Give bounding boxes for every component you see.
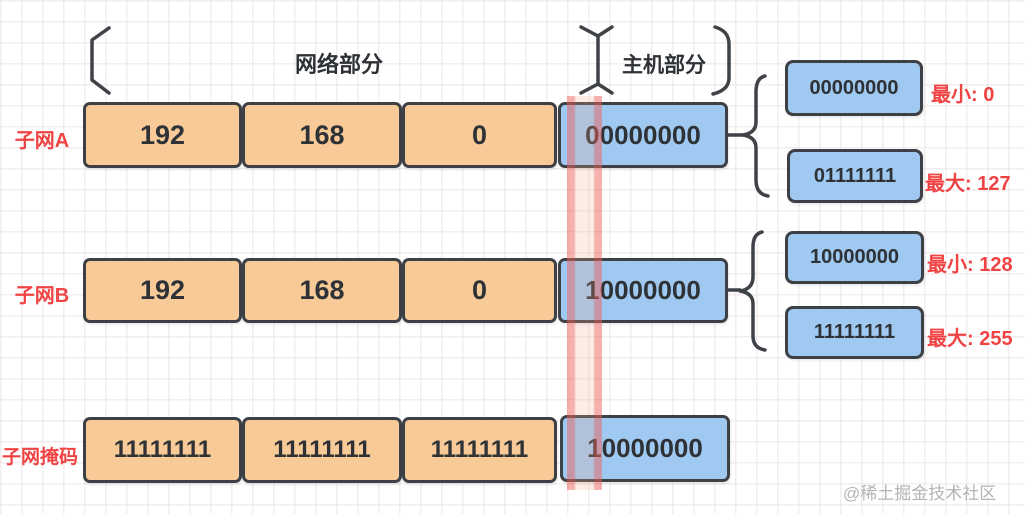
subnet-b-octet-3: 0	[402, 258, 557, 323]
subnet-b-min-binary-box: 10000000	[785, 231, 924, 284]
subnet-a-host-octet: 00000000	[558, 102, 728, 168]
subnet-b-label: 子网B	[14, 285, 70, 307]
subnet-b-host-octet: 10000000	[558, 258, 728, 323]
subnet-a-max-binary-box: 01111111	[787, 149, 923, 203]
subnet-mask-octet-2: 11111111	[242, 417, 402, 483]
subnet-a-max-note: 最大: 127	[925, 173, 1011, 195]
subnet-a-curly-brace	[741, 74, 770, 198]
subnet-a-label: 子网A	[14, 130, 70, 152]
subnet-b-max-note: 最大: 255	[927, 328, 1013, 350]
network-part-label: 网络部分	[295, 52, 384, 77]
watermark-text: @稀土掘金技术社区	[843, 484, 997, 503]
subnet-b-octet-1: 192	[83, 258, 242, 323]
subnet-a-octet-3: 0	[402, 102, 557, 168]
subnet-mask-label: 子网掩码	[1, 447, 78, 468]
subnet-mask-octet-3: 11111111	[402, 417, 557, 483]
subnet-b-min-note: 最小: 128	[927, 254, 1013, 276]
host-bracket-right	[711, 25, 731, 96]
subnet-a-octet-1: 192	[83, 102, 242, 168]
subnet-b-octet-2: 168	[242, 258, 402, 323]
network-host-bracket-junction	[579, 25, 614, 95]
subnet-b-max-binary-box: 11111111	[785, 306, 924, 359]
host-part-label: 主机部分	[622, 54, 706, 77]
network-bracket-left	[90, 26, 111, 95]
subnet-a-octet-2: 168	[242, 102, 402, 168]
subnet-a-min-note: 最小: 0	[931, 84, 995, 106]
subnet-mask-octet-1: 11111111	[83, 417, 242, 483]
subnet-b-curly-brace	[738, 230, 767, 352]
subnet-a-min-binary-box: 00000000	[785, 60, 923, 116]
subnet-mask-host-octet: 10000000	[560, 415, 730, 482]
